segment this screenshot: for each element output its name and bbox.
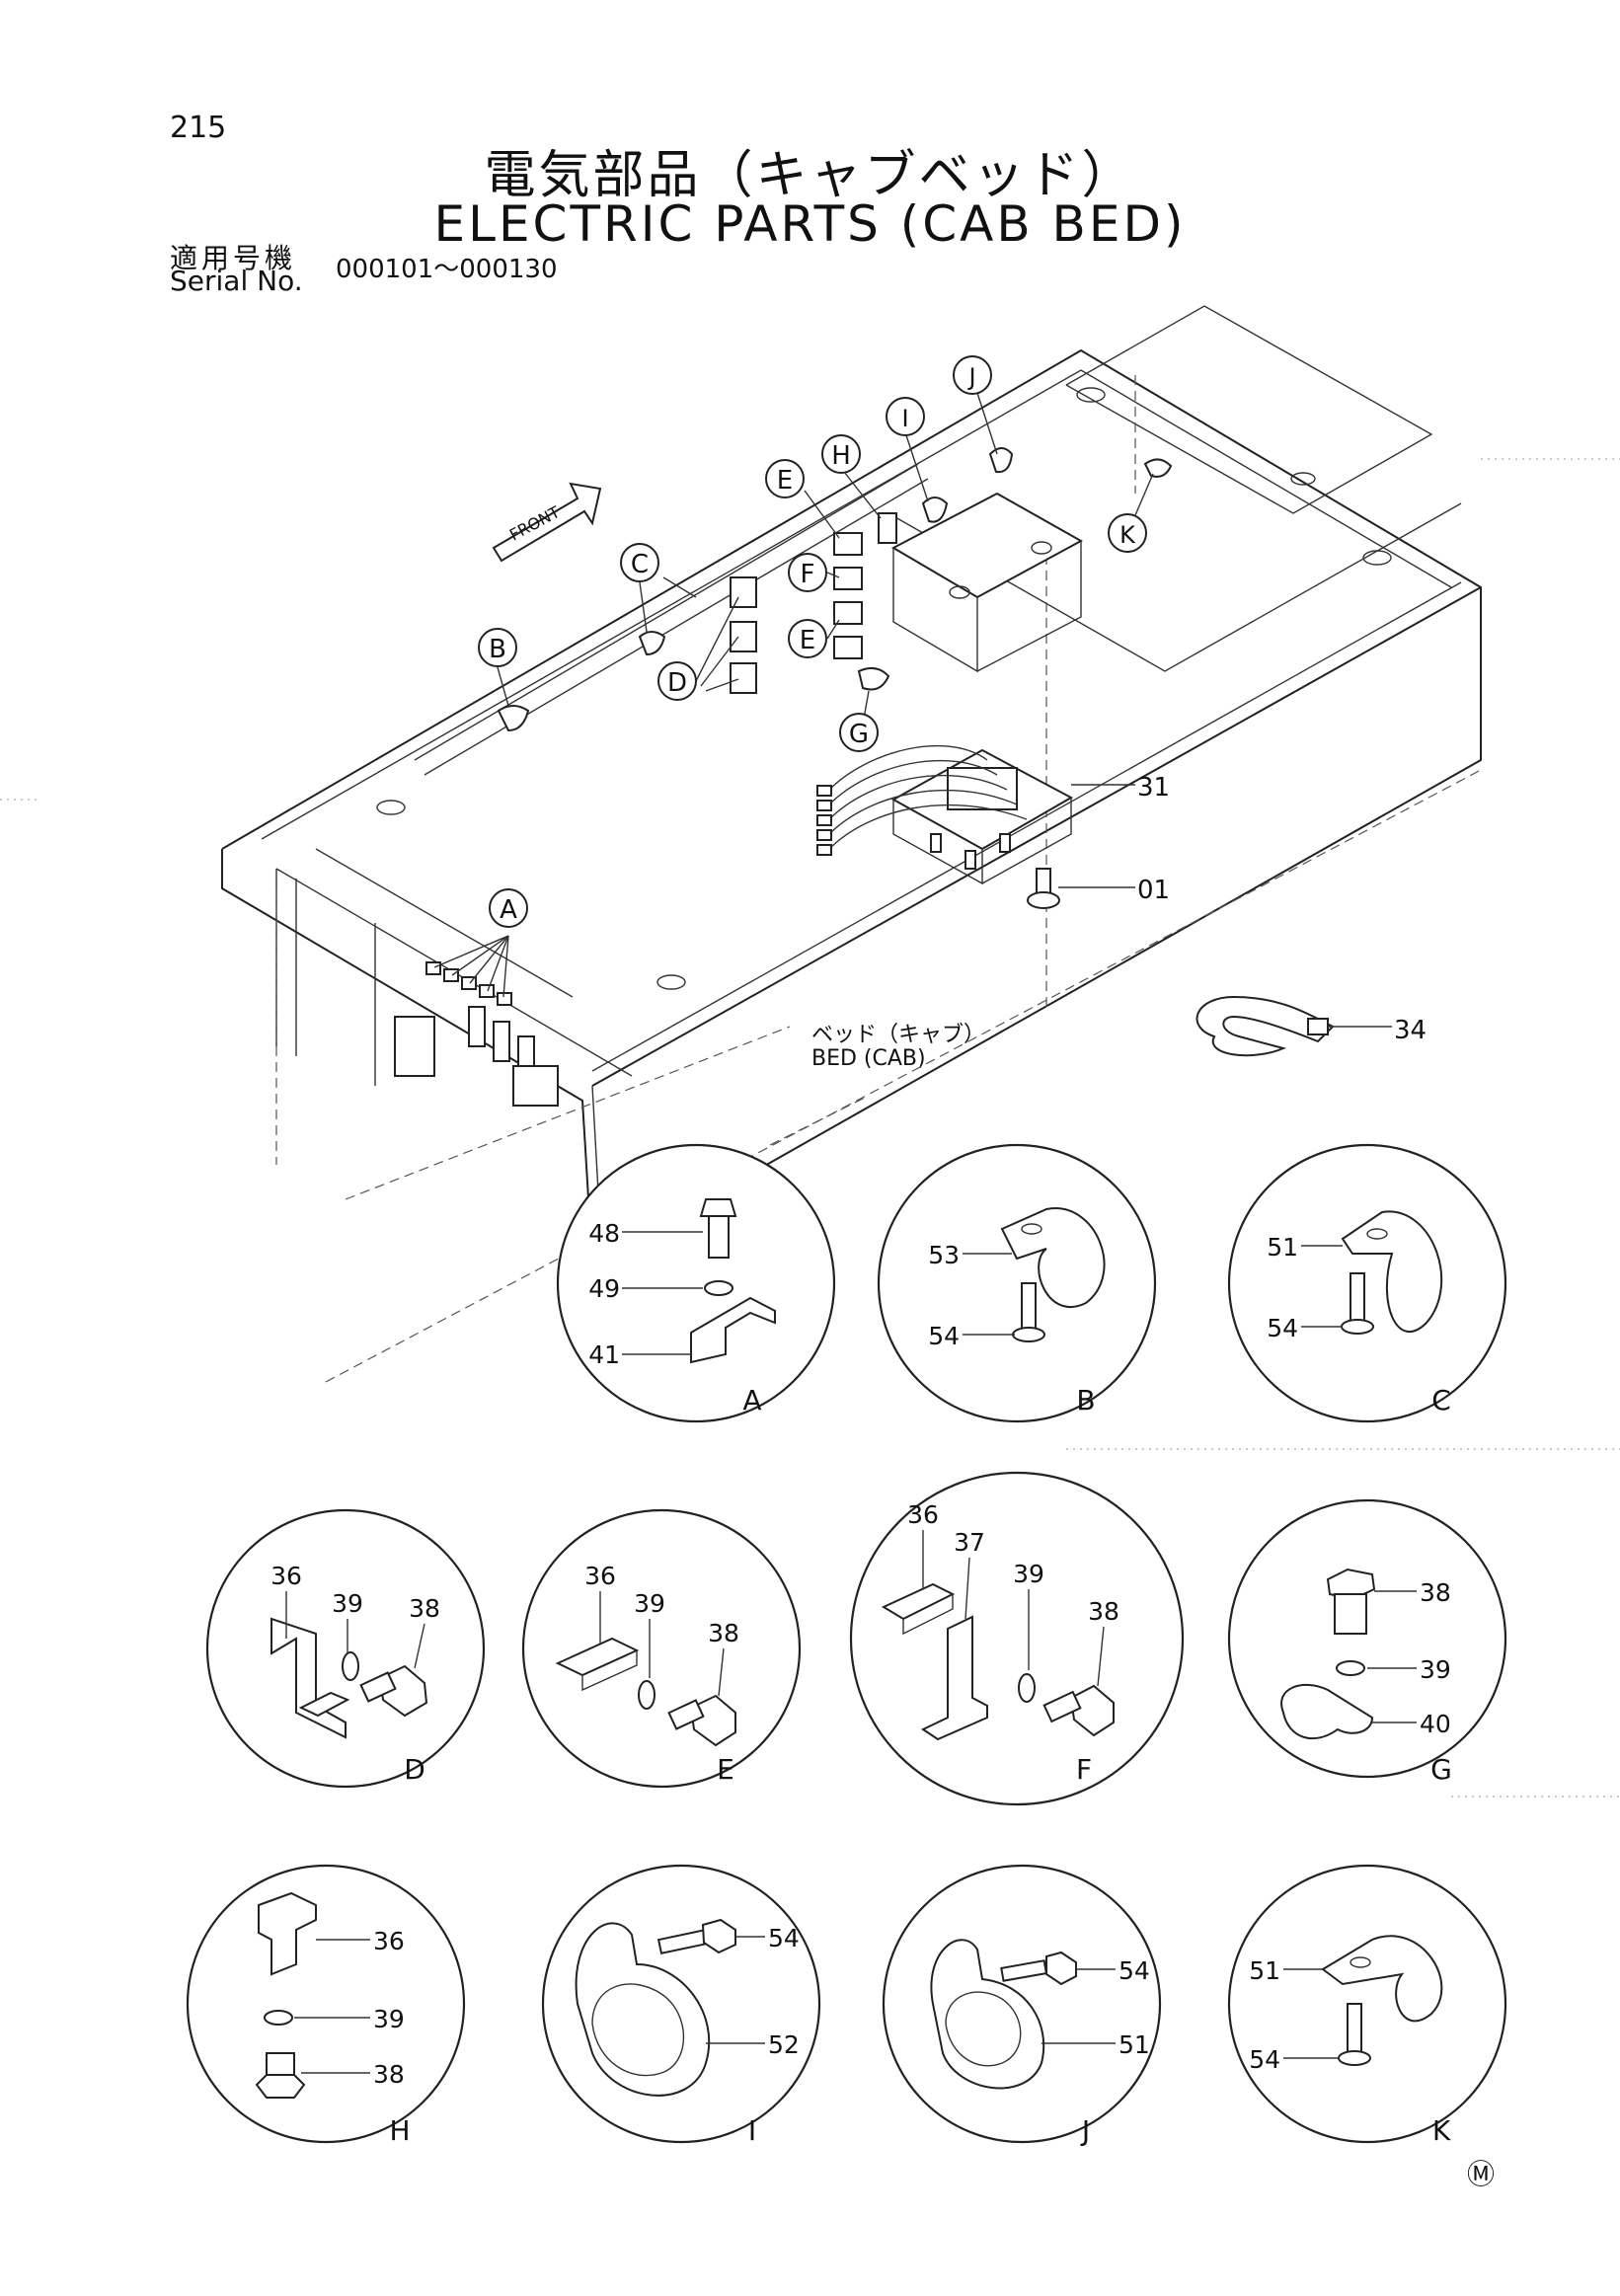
detail-i-part-52: 52 (768, 2030, 800, 2059)
callout-g: G (839, 713, 879, 752)
detail-j-part-51: 51 (1119, 2030, 1150, 2059)
svg-text:J: J (966, 363, 975, 391)
detail-f-part-39: 39 (1013, 1560, 1044, 1588)
detail-c-part-51: 51 (1267, 1233, 1298, 1262)
detail-e-part-38: 38 (708, 1619, 739, 1647)
detail-f: 36 37 39 38 F (849, 1471, 1185, 1806)
cab-bed-frame: FRONT (0, 305, 1620, 1798)
callout-a: A (489, 888, 528, 928)
bed-label-english: BED (CAB) (811, 1046, 926, 1071)
detail-i-part-54: 54 (768, 1924, 800, 1952)
svg-text:K: K (1119, 521, 1136, 549)
detail-d-part-38: 38 (409, 1594, 440, 1623)
front-arrow: FRONT (492, 482, 602, 563)
bed-label-japanese: ベッド（キャブ） (811, 1023, 986, 1047)
detail-d-part-39: 39 (332, 1589, 363, 1618)
detail-d: 36 39 38 D (205, 1508, 486, 1789)
detail-e-part-39: 39 (634, 1589, 665, 1618)
part-number-34: 34 (1394, 1016, 1427, 1045)
detail-i-letter: I (748, 2114, 756, 2147)
svg-text:H: H (831, 441, 851, 471)
detail-b: 53 54 B (877, 1143, 1157, 1423)
detail-f-part-36: 36 (907, 1500, 939, 1529)
svg-text:F: F (801, 560, 815, 589)
detail-g-part-40: 40 (1420, 1710, 1451, 1738)
svg-text:I: I (901, 405, 908, 432)
detail-c-part-54: 54 (1267, 1314, 1298, 1342)
detail-h-part-36: 36 (373, 1927, 405, 1955)
callout-bubbles: A B C D E F E G H I J K (478, 355, 1147, 928)
detail-g-letter: G (1430, 1753, 1452, 1786)
svg-text:E: E (800, 626, 815, 655)
detail-a-part-48: 48 (588, 1219, 620, 1248)
svg-text:E: E (777, 466, 793, 496)
detail-j: 54 51 J (882, 1864, 1162, 2147)
detail-f-part-37: 37 (954, 1528, 985, 1557)
detail-k-letter: K (1432, 2114, 1451, 2147)
detail-a-part-41: 41 (588, 1340, 620, 1369)
detail-c-letter: C (1431, 1384, 1451, 1416)
detail-a: 48 49 41 A (556, 1143, 836, 1423)
callout-i: I (886, 397, 925, 436)
detail-h-part-38: 38 (373, 2060, 405, 2089)
part-number-01: 01 (1137, 876, 1170, 905)
detail-h-part-39: 39 (373, 2005, 405, 2033)
svg-text:B: B (489, 635, 506, 664)
detail-j-part-54: 54 (1119, 1956, 1150, 1985)
callout-d: D (657, 661, 697, 701)
footer-mark: Ⓜ (1467, 2158, 1495, 2190)
serial-range: 000101～000130 (336, 255, 558, 284)
detail-e: 36 39 38 E (521, 1508, 802, 1789)
detail-f-letter: F (1076, 1753, 1092, 1786)
serial-label-english: Serial No. (170, 265, 303, 297)
detail-b-letter: B (1076, 1384, 1095, 1416)
detail-e-part-36: 36 (584, 1562, 616, 1590)
detail-e-letter: E (717, 1753, 734, 1786)
detail-h: 36 39 38 H (186, 1864, 466, 2147)
detail-i: 54 52 I (541, 1864, 821, 2147)
detail-k: 51 54 K (1227, 1864, 1507, 2147)
detail-a-part-49: 49 (588, 1274, 620, 1303)
detail-j-letter: J (1080, 2114, 1090, 2147)
callout-k: K (1108, 513, 1147, 553)
title-japanese: 電気部品（キャブベッド） (484, 146, 1136, 205)
callout-h: H (821, 434, 861, 474)
svg-text:A: A (500, 895, 517, 925)
svg-text:D: D (667, 668, 687, 698)
detail-c: 51 54 C (1227, 1143, 1507, 1423)
detail-d-letter: D (404, 1753, 425, 1786)
detail-d-part-36: 36 (270, 1562, 302, 1590)
title-english: ELECTRIC PARTS (CAB BED) (433, 195, 1187, 253)
part-number-31: 31 (1137, 773, 1170, 803)
callout-j: J (953, 355, 992, 395)
page-number: 215 (170, 111, 227, 145)
detail-k-part-54: 54 (1249, 2045, 1280, 2074)
callout-f: F (788, 553, 827, 592)
detail-k-part-51: 51 (1249, 1956, 1280, 1985)
detail-g-part-39: 39 (1420, 1655, 1451, 1684)
detail-g: 38 39 40 G (1227, 1498, 1507, 1786)
detail-b-part-53: 53 (928, 1241, 960, 1269)
callout-e-lower: E (788, 619, 827, 658)
detail-g-part-38: 38 (1420, 1578, 1451, 1607)
callout-b: B (478, 628, 517, 667)
detail-a-letter: A (742, 1384, 761, 1416)
serial-label-japanese: 適用号機 (170, 242, 297, 274)
detail-b-part-54: 54 (928, 1322, 960, 1350)
detail-f-part-38: 38 (1088, 1597, 1119, 1626)
callout-e-upper: E (765, 459, 805, 498)
svg-text:G: G (849, 720, 869, 749)
callout-c: C (620, 543, 659, 582)
svg-text:C: C (631, 550, 649, 579)
detail-h-letter: H (389, 2114, 410, 2147)
